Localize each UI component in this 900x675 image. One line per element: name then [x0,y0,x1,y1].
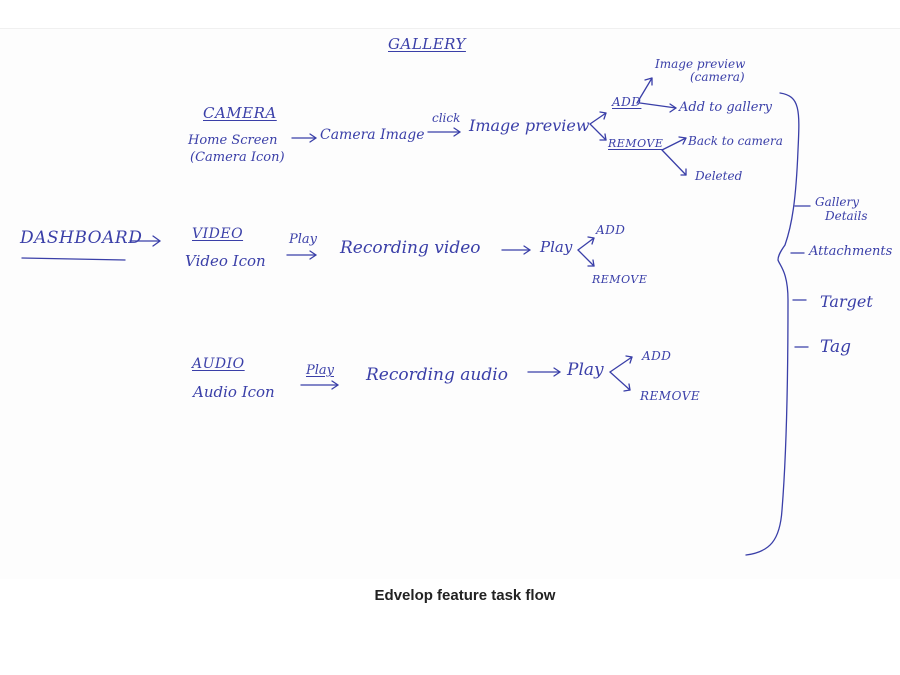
camera-preview-line2: (camera) [690,70,745,84]
audio-split [609,355,633,392]
gallery-item-target: Target [820,292,873,311]
camera-click-label: click [432,111,461,125]
camera-back-to-camera: Back to camera [688,134,783,148]
camera-heading: CAMERA [203,104,277,122]
video-heading: VIDEO [192,226,244,242]
gallery-item-attachments: Attachments [809,244,893,259]
audio-arrow-2 [527,367,561,377]
camera-arrow-1 [291,133,317,143]
video-split [577,236,595,267]
camera-add-branch [636,77,677,113]
paper-sheet [0,28,900,579]
audio-add-label: ADD [642,349,672,363]
gallery-item-gallery-details-line2: Details [825,209,868,223]
dashboard-arrow [129,235,161,247]
gallery-brace [745,92,800,556]
audio-step-recording: Recording audio [366,365,508,385]
figure-caption: Edvelop feature task flow [374,587,556,604]
video-add-label: ADD [596,223,626,237]
camera-step-camera-image: Camera Image [320,127,425,143]
camera-remove-label: REMOVE [608,137,664,150]
video-source: Video Icon [185,252,266,270]
video-remove-label: REMOVE [592,273,648,286]
video-step-play: Play [540,238,573,256]
camera-source-line1: Home Screen [188,133,278,148]
camera-remove-branch [661,136,687,176]
camera-add-to-gallery: Add to gallery [679,100,772,115]
video-play-label: Play [289,232,317,247]
audio-remove-label: REMOVE [640,389,701,403]
camera-split [589,111,607,141]
gallery-title: GALLERY [388,35,466,53]
dashboard-label: DASHBOARD [20,228,143,248]
video-arrow-2 [501,245,531,255]
audio-arrow-play [300,380,339,390]
gallery-item-tag: Tag [820,337,852,357]
gallery-item-gallery-details-line1: Gallery [815,195,860,209]
audio-heading: AUDIO [192,356,245,372]
camera-step-image-preview: Image preview [469,116,590,135]
video-step-recording: Recording video [340,238,481,258]
camera-preview-line1: Image preview [655,57,746,71]
camera-arrow-click [427,127,461,137]
camera-add-label: ADD [612,95,642,109]
audio-play-label: Play [306,363,334,378]
audio-source: Audio Icon [193,383,275,401]
camera-source-line2: (Camera Icon) [190,150,285,165]
audio-step-play: Play [567,360,604,380]
video-arrow-play [286,250,317,260]
camera-deleted: Deleted [695,169,743,183]
